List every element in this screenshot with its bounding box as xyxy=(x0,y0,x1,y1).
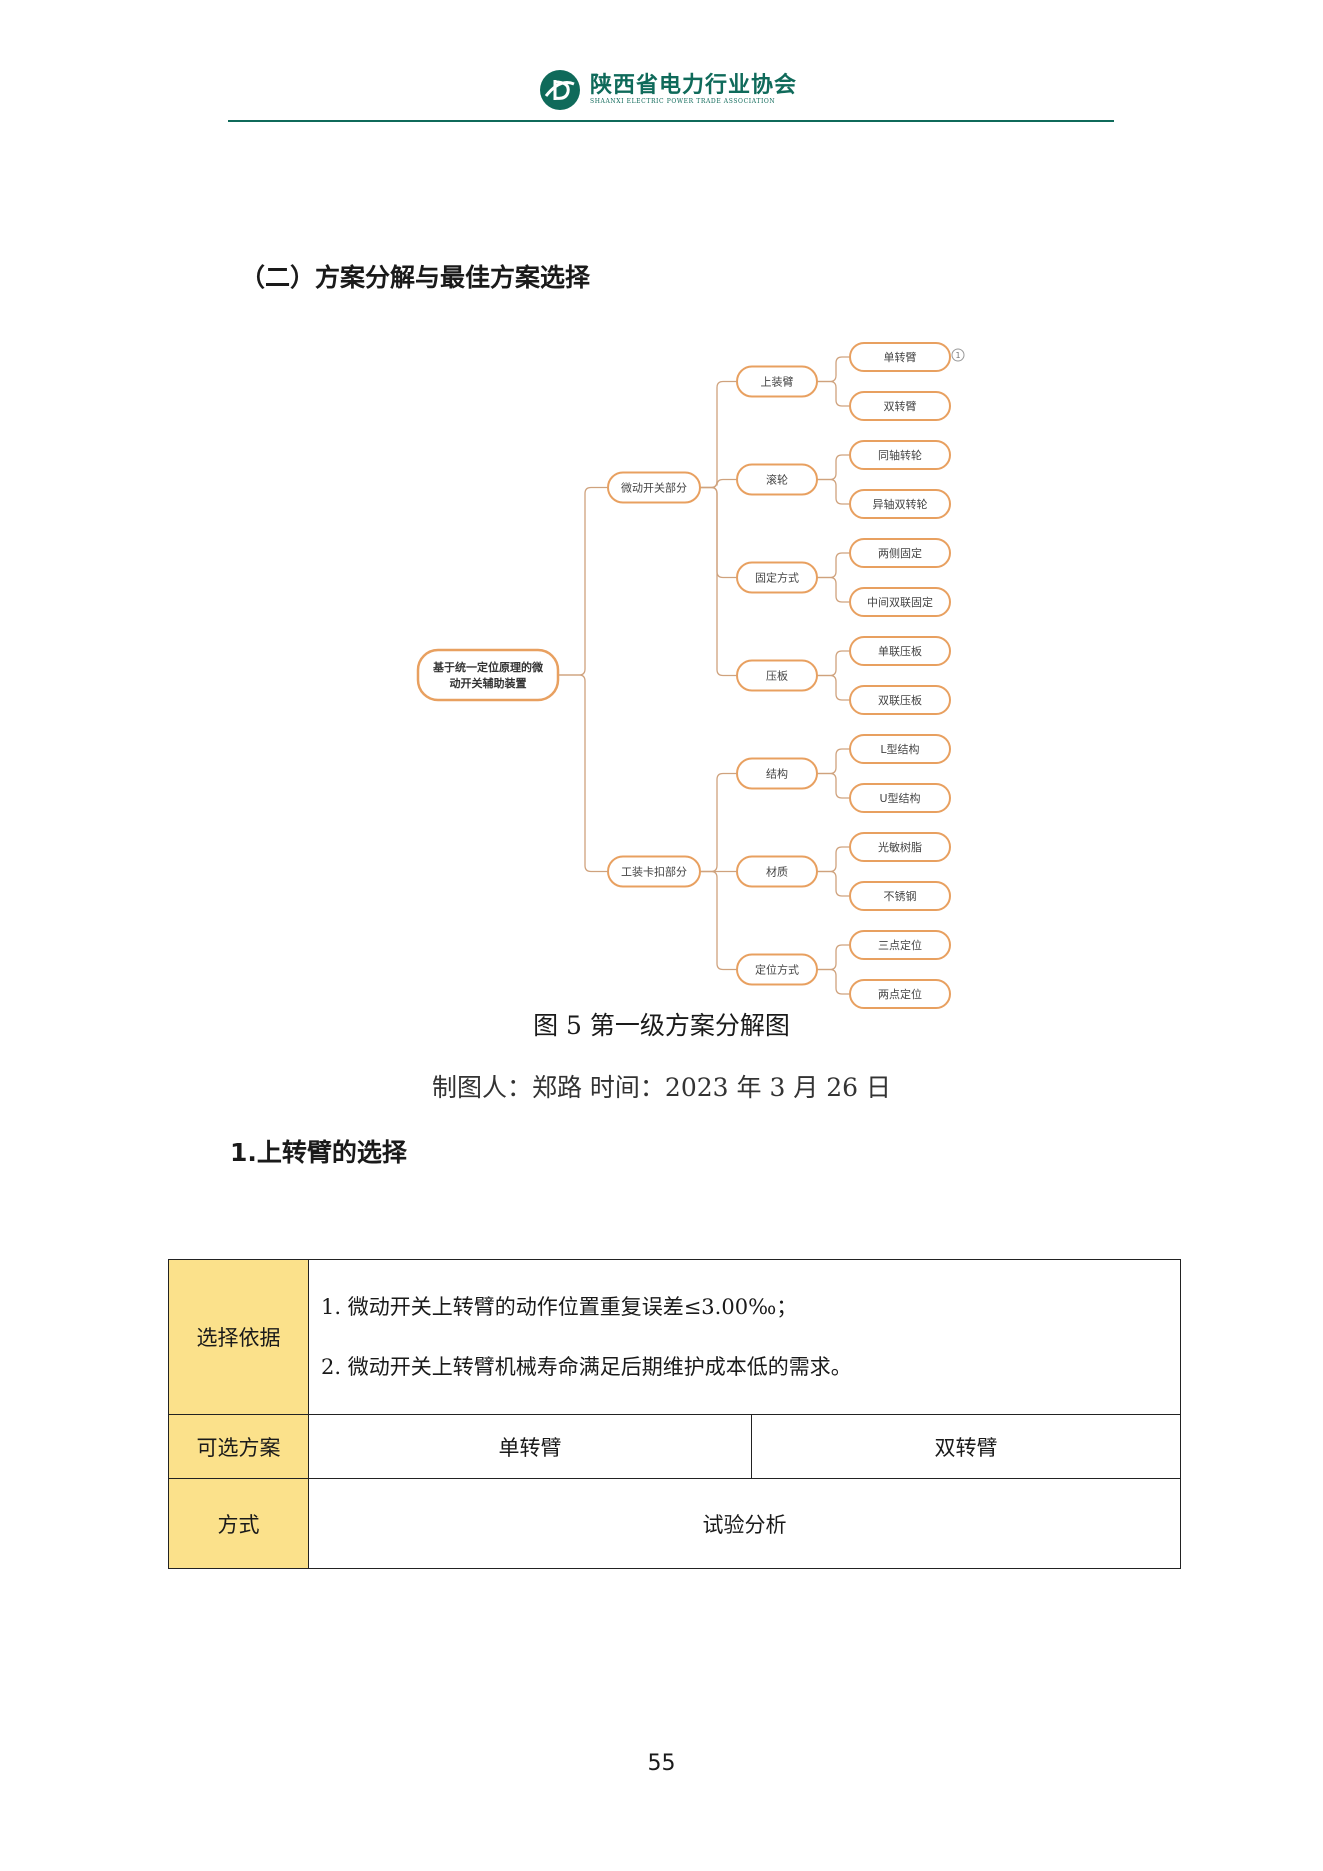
leaf-node-label: 双转臂 xyxy=(884,399,917,413)
selection-table: 选择依据 1. 微动开关上转臂的动作位置重复误差≤3.00‰； 2. 微动开关上… xyxy=(168,1259,1181,1569)
child-node-label: 滚轮 xyxy=(766,473,788,487)
connector-line xyxy=(700,380,737,489)
table-row: 方式 试验分析 xyxy=(168,1478,1181,1569)
method-label: 方式 xyxy=(168,1478,309,1569)
connector-line xyxy=(700,870,737,971)
association-logo: 陕西省电力行业协会 SHAANXI ELECTRIC POWER TRADE A… xyxy=(538,70,797,110)
figure-author-line: 制图人：郑路 时间：2023 年 3 月 26 日 xyxy=(431,1073,892,1102)
connector-line xyxy=(817,944,850,971)
org-name-en: SHAANXI ELECTRIC POWER TRADE ASSOCIATION xyxy=(590,98,776,105)
figure-caption: 图 5 第一级方案分解图 xyxy=(533,1011,790,1040)
options-label: 可选方案 xyxy=(168,1414,309,1479)
page-number: 55 xyxy=(647,1751,676,1776)
leaf-node-label: 单联压板 xyxy=(878,644,922,658)
leaf-node-label: 不锈钢 xyxy=(884,890,917,903)
child-node-label: 定位方式 xyxy=(755,963,799,977)
root-node-label: 动开关辅助装置 xyxy=(450,676,527,690)
leaf-node-label: 三点定位 xyxy=(878,938,922,952)
leaf-node-label: 两点定位 xyxy=(878,987,922,1001)
connector-line xyxy=(558,674,608,873)
header-divider xyxy=(228,120,1114,122)
connector-line xyxy=(700,486,737,677)
child-node-label: 结构 xyxy=(766,767,788,781)
basis-item: 1. 微动开关上转臂的动作位置重复误差≤3.00‰； xyxy=(321,1295,798,1319)
connector-line xyxy=(817,380,850,407)
connector-line xyxy=(817,356,850,383)
child-node-label: 上装臂 xyxy=(761,376,794,389)
basis-content: 1. 微动开关上转臂的动作位置重复误差≤3.00‰； 2. 微动开关上转臂机械寿… xyxy=(308,1259,1181,1415)
leaf-node-label: U型结构 xyxy=(879,791,920,805)
connector-line xyxy=(817,552,850,579)
leaf-node-label: 同轴转轮 xyxy=(878,448,922,462)
connector-line xyxy=(817,478,850,505)
page-header: 陕西省电力行业协会 SHAANXI ELECTRIC POWER TRADE A… xyxy=(228,60,1114,122)
connector-line xyxy=(817,968,850,995)
leaf-node-label: 单转臂 xyxy=(884,350,917,364)
child-node-label: 材质 xyxy=(766,865,788,879)
leaf-node-label: 双联压板 xyxy=(878,693,922,707)
subsection-title: 1.上转臂的选择 xyxy=(230,1138,407,1167)
marker-badge-icon xyxy=(951,348,965,362)
basis-item: 2. 微动开关上转臂机械寿命满足后期维护成本低的需求。 xyxy=(321,1355,852,1379)
leaf-node-label: 异轴双转轮 xyxy=(873,497,928,511)
branch-node-label: 工装卡扣部分 xyxy=(621,865,687,879)
leaf-node-label: 光敏树脂 xyxy=(878,840,922,854)
marker-badge-label: 1 xyxy=(955,351,960,360)
association-emblem-icon xyxy=(540,70,580,110)
branch-node-label: 微动开关部分 xyxy=(621,481,687,495)
connector-line xyxy=(700,772,737,873)
connector-line xyxy=(700,478,737,489)
section-title: （二）方案分解与最佳方案选择 xyxy=(240,263,591,292)
connector-line xyxy=(817,772,850,799)
connector-line xyxy=(817,576,850,603)
table-row: 选择依据 1. 微动开关上转臂的动作位置重复误差≤3.00‰； 2. 微动开关上… xyxy=(168,1259,1181,1415)
org-name-cn: 陕西省电力行业协会 xyxy=(590,73,798,98)
connector-line xyxy=(817,674,850,701)
connector-line xyxy=(700,486,737,579)
connector-line xyxy=(817,846,850,873)
leaf-node-label: L型结构 xyxy=(880,742,919,756)
leaf-node-label: 两侧固定 xyxy=(878,546,922,560)
table-row: 可选方案 单转臂 双转臂 xyxy=(168,1414,1181,1479)
connector-line xyxy=(817,748,850,775)
option-cell: 双转臂 xyxy=(751,1414,1181,1479)
basis-label: 选择依据 xyxy=(168,1259,309,1415)
root-node-label: 基于统一定位原理的微 xyxy=(432,660,544,674)
connector-line xyxy=(817,650,850,677)
connector-line xyxy=(817,454,850,481)
leaf-node-label: 中间双联固定 xyxy=(867,595,933,609)
child-node-label: 固定方式 xyxy=(755,571,799,585)
child-node-label: 压板 xyxy=(766,669,788,683)
root-node-box xyxy=(416,648,560,702)
option-cell: 单转臂 xyxy=(308,1414,752,1479)
connector-line xyxy=(558,486,608,676)
method-cell: 试验分析 xyxy=(308,1478,1181,1569)
connector-line xyxy=(817,870,850,897)
